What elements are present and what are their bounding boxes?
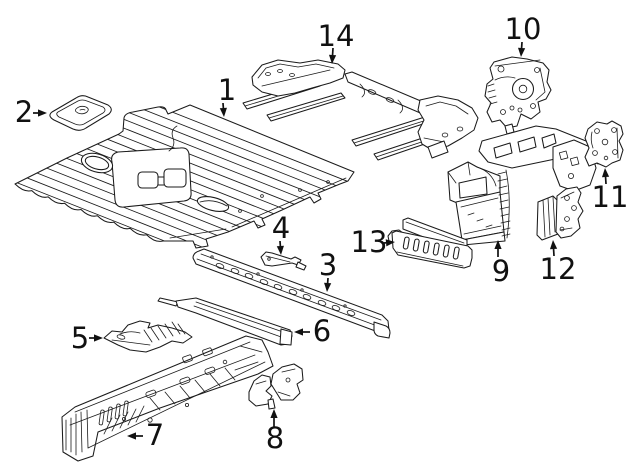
callout-arrowhead [38, 109, 47, 117]
callout-12[interactable]: 12 [540, 240, 577, 286]
part-13-slotted-bracket [387, 217, 473, 269]
callout-arrowhead [601, 168, 610, 178]
part-2-cover-plate [49, 95, 112, 131]
callout-1[interactable]: 1 [218, 73, 236, 117]
callout-number: 9 [492, 254, 510, 288]
callout-arrowhead [94, 334, 103, 342]
callout-number: 12 [540, 252, 577, 286]
floor-pan-rib-line [15, 105, 354, 191]
callout-number: 3 [319, 248, 337, 282]
part-7-frame-side-rail [61, 335, 274, 462]
callout-number: 8 [266, 421, 284, 455]
part-11-side-bracket [584, 120, 624, 168]
callout-7[interactable]: 7 [127, 418, 164, 452]
callout-arrowhead [385, 239, 395, 247]
part-10-mount-bracket [484, 56, 552, 135]
part-8-rail-bracket [248, 363, 304, 410]
part-3-rocker-sill [192, 248, 391, 339]
callout-13[interactable]: 13 [351, 225, 395, 259]
callout-number: 2 [15, 95, 33, 129]
callout-arrowhead [219, 107, 227, 117]
callout-arrowhead [328, 54, 337, 64]
floor-pan-rib-line [15, 166, 354, 248]
floor-pan-rib-line [15, 105, 354, 200]
callout-arrowhead [549, 240, 558, 250]
callout-arrowhead [324, 282, 332, 292]
floor-pan-rib-line [15, 105, 354, 209]
callout-arrowhead [518, 47, 526, 57]
callout-number: 5 [71, 321, 89, 355]
callout-number: 7 [146, 418, 164, 452]
callout-number: 14 [318, 19, 355, 53]
callout-number: 1 [218, 73, 236, 107]
callout-3[interactable]: 3 [319, 248, 337, 292]
callout-number: 13 [351, 225, 388, 259]
floor-pan-rib-line [15, 140, 354, 248]
callout-arrowhead [276, 245, 284, 255]
floor-pan-rib-line [15, 149, 354, 248]
callout-8[interactable]: 8 [266, 409, 284, 455]
callout-5[interactable]: 5 [71, 321, 103, 355]
callout-number: 10 [505, 12, 542, 46]
part-4-support-bracket [260, 251, 307, 271]
callout-10[interactable]: 10 [505, 12, 542, 57]
callout-arrowhead [127, 432, 136, 440]
callout-4[interactable]: 4 [272, 211, 290, 255]
floor-pan-rib-line [15, 175, 354, 248]
callout-number: 6 [313, 314, 331, 348]
callout-2[interactable]: 2 [15, 95, 47, 129]
callout-arrowhead [294, 328, 303, 336]
callout-9[interactable]: 9 [492, 240, 510, 288]
callout-6[interactable]: 6 [294, 314, 331, 348]
callout-14[interactable]: 14 [318, 19, 355, 64]
floor-pan-rib-line [15, 157, 354, 248]
callout-arrowhead [494, 240, 502, 249]
floor-pan-rib-line [15, 105, 354, 218]
part-14-seat-crossmember [242, 59, 479, 161]
part-6-floor-rail [157, 297, 293, 346]
part-12-reinforcement-bracket [536, 186, 584, 241]
callout-number: 4 [272, 211, 290, 245]
callout-11[interactable]: 11 [592, 168, 629, 214]
callout-arrowhead [270, 409, 278, 418]
callout-number: 11 [592, 180, 629, 214]
part-5-seat-bracket [103, 320, 193, 353]
